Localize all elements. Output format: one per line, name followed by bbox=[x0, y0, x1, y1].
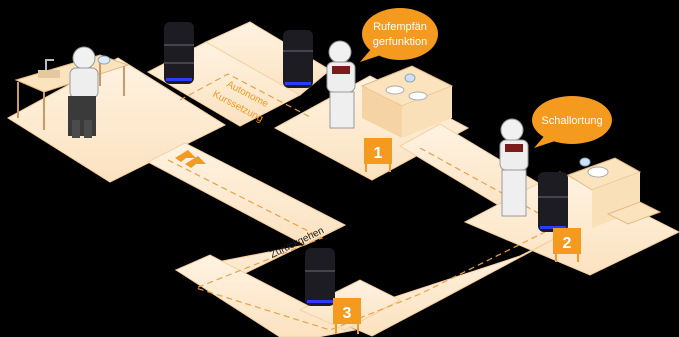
marker-2-number: 2 bbox=[563, 235, 572, 252]
speech-bubble-2: Schallortung bbox=[532, 96, 612, 148]
chef-robot bbox=[68, 46, 99, 138]
delivery-robot-table2 bbox=[538, 172, 568, 232]
delivery-robot-kitchen bbox=[164, 22, 194, 84]
bubble-1-line2: gerfunktion bbox=[373, 36, 427, 48]
waiter-robot-2 bbox=[499, 118, 529, 217]
table-1 bbox=[360, 65, 454, 138]
marker-1-number: 1 bbox=[374, 145, 383, 162]
bubble-2-text: Schallortung bbox=[541, 115, 602, 127]
marker-2: 2 bbox=[553, 228, 581, 262]
marker-3: 3 bbox=[333, 298, 361, 334]
delivery-robot-return bbox=[305, 248, 335, 306]
waiter-robot-1 bbox=[326, 40, 356, 129]
delivery-robot-waiting bbox=[283, 30, 313, 88]
marker-1: 1 bbox=[364, 138, 392, 172]
bubble-1-line1: Rufempfän bbox=[373, 21, 427, 33]
speech-bubble-1: Rufempfän gerfunktion bbox=[360, 8, 438, 62]
marker-3-number: 3 bbox=[343, 305, 352, 322]
table-2 bbox=[566, 157, 662, 228]
direction-chevron-icon bbox=[175, 150, 206, 168]
